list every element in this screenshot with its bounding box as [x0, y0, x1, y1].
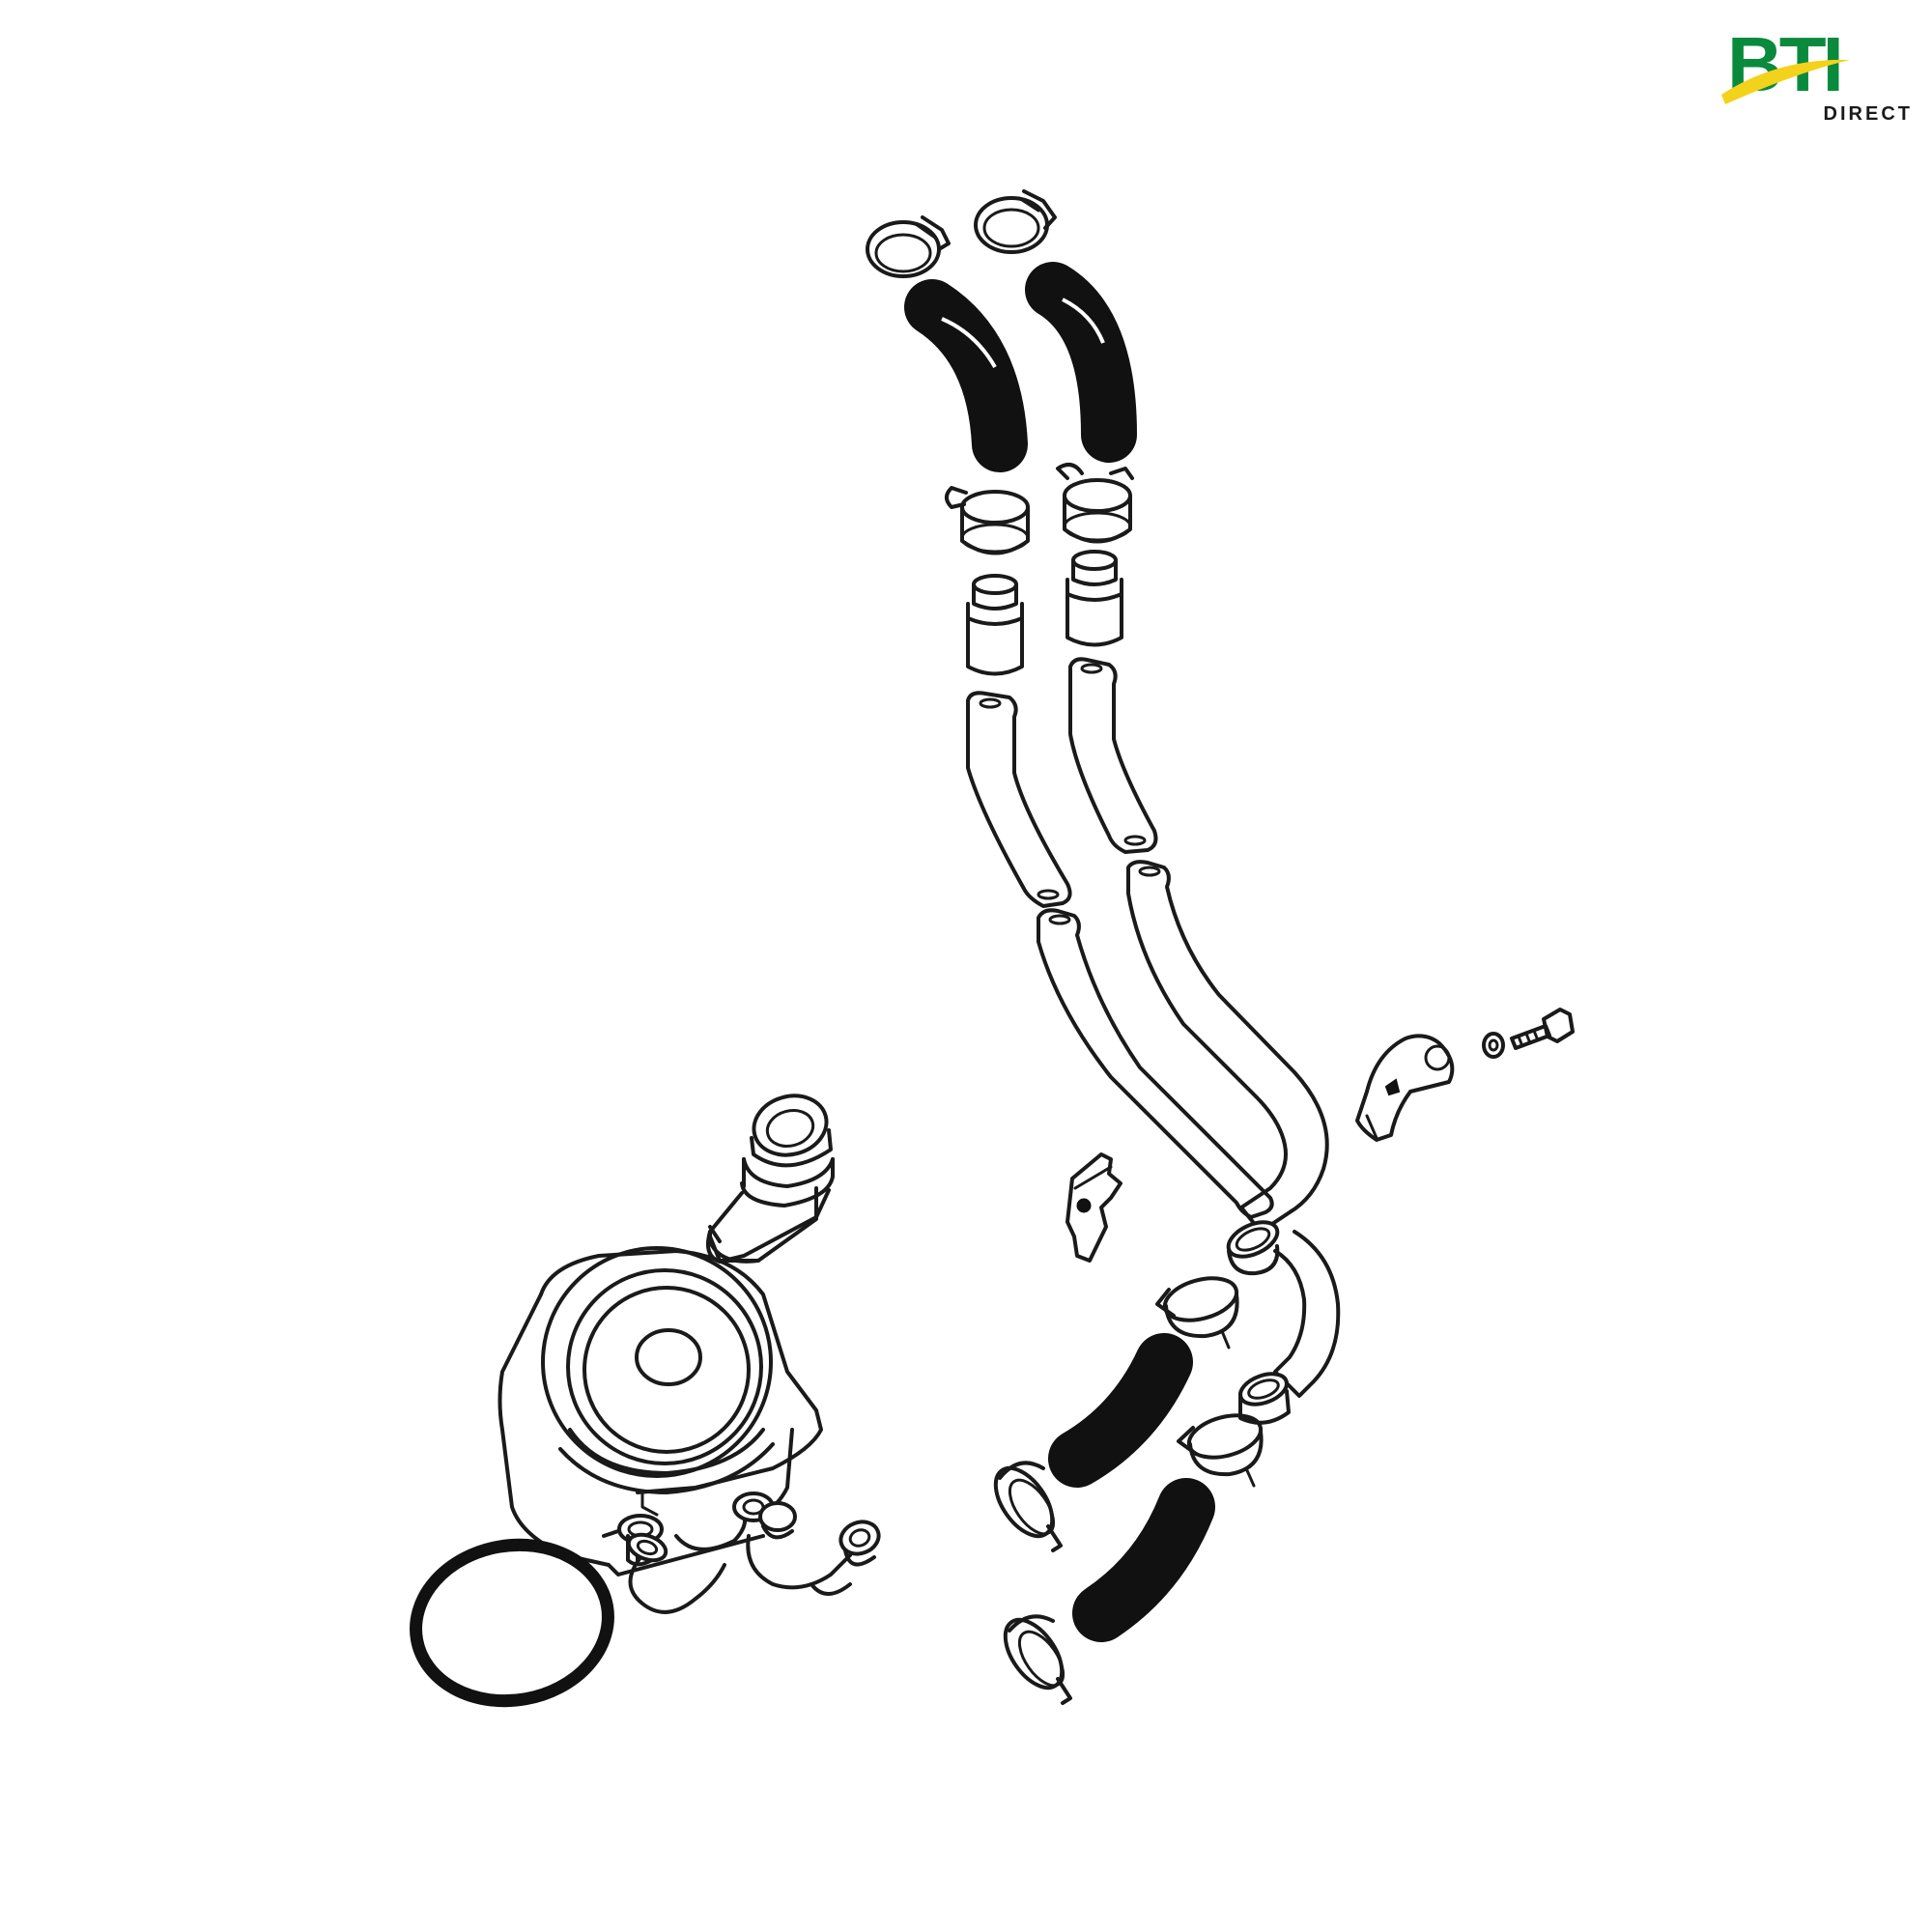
rubber-hose-lower-2 [1072, 1478, 1215, 1642]
hose-clamp-top-right [974, 189, 1057, 254]
metal-pipe-left-lower [1037, 908, 1274, 1219]
metal-pipe-short-lower [1273, 1230, 1341, 1398]
rubber-hose-lower-1 [1048, 1333, 1193, 1488]
bolt [1510, 1008, 1575, 1050]
pipe-collar-junction [1226, 1220, 1280, 1276]
hose-clamp-mid-right [1056, 463, 1134, 544]
hose-clamp-lower-3 [1177, 1413, 1264, 1488]
mounting-bracket-right [1355, 1034, 1455, 1142]
logo-sub-text: DIRECT [1824, 103, 1913, 125]
logo-swoosh-icon [1721, 59, 1850, 104]
rubber-hose-upper-right [1025, 262, 1137, 463]
hose-clamp-lower-2 [993, 1461, 1063, 1552]
metal-pipe-left-upper [966, 691, 1072, 908]
threaded-adapter [706, 1094, 835, 1264]
pipe-fitting-right [1065, 550, 1123, 647]
hose-clamp-top-left [866, 215, 951, 278]
pipe-fitting-left [966, 574, 1024, 676]
washer [1482, 1032, 1505, 1059]
hose-clamp-lower-4 [1003, 1614, 1072, 1705]
clip-bracket-center [1065, 1152, 1122, 1263]
metal-pipe-right-lower [1126, 860, 1329, 1234]
o-ring-seal [410, 1538, 614, 1708]
pipe-collar-lower [1238, 1372, 1291, 1425]
metal-pipe-right-upper [1068, 657, 1158, 854]
bti-direct-logo: BTI DIRECT [1721, 21, 1913, 125]
hose-clamp-lower-1 [1155, 1276, 1239, 1350]
hose-clamp-mid-left [945, 486, 1030, 555]
rubber-hose-upper-left [904, 279, 1028, 472]
